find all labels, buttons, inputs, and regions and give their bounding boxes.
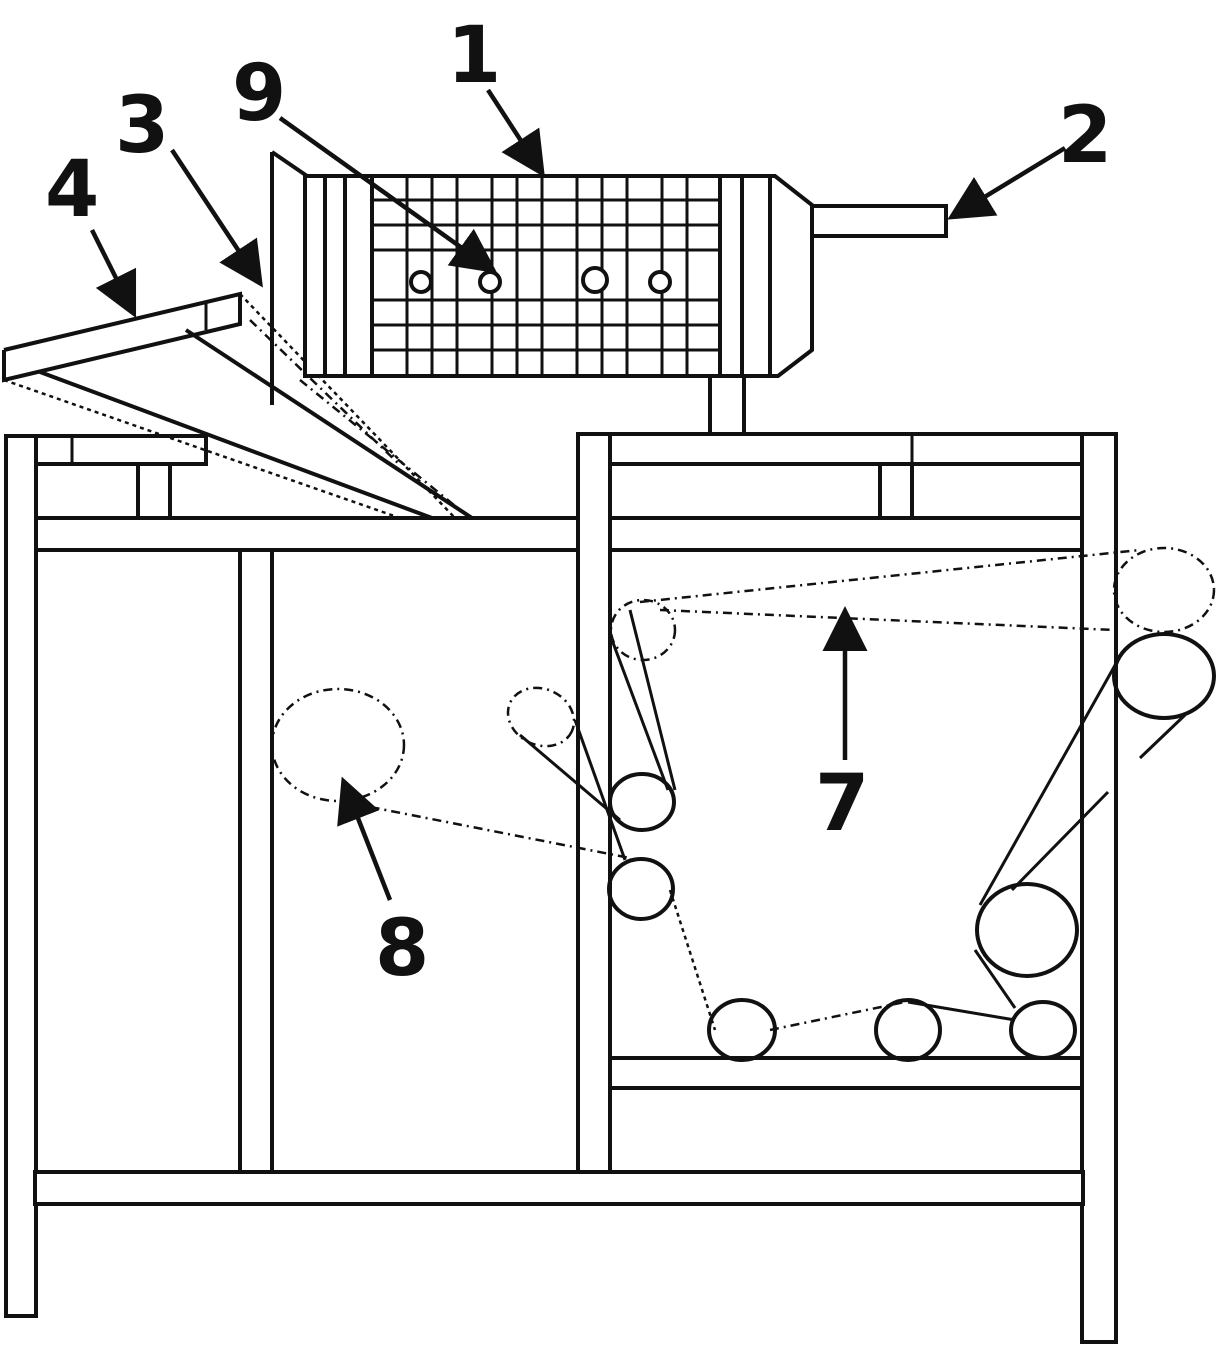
- right-shelf-post: [878, 462, 914, 520]
- leader-4: [89, 228, 137, 319]
- leader-9: [278, 116, 498, 274]
- leader-2: [947, 146, 1067, 220]
- leader-lines: [89, 88, 1067, 901]
- roller: [1112, 546, 1216, 634]
- roller: [506, 686, 576, 748]
- left-leg: [4, 434, 38, 1318]
- label-9: 9: [232, 49, 286, 139]
- middle-leg: [238, 548, 274, 1174]
- drum: [303, 174, 948, 436]
- leader-1: [486, 88, 545, 178]
- roller: [1112, 632, 1216, 720]
- drive-shaft: [810, 204, 948, 238]
- roller: [607, 857, 675, 921]
- roller: [1009, 1000, 1077, 1060]
- label-8: 8: [375, 904, 429, 994]
- feed-chute: [1, 150, 474, 520]
- leader-8: [337, 776, 393, 901]
- lower-beam: [33, 1170, 1085, 1206]
- right-shelf: [576, 432, 1110, 466]
- label-3: 3: [115, 81, 169, 171]
- label-1: 1: [447, 11, 501, 101]
- tank-bottom: [608, 1056, 1084, 1090]
- roller: [874, 998, 942, 1062]
- drum-holes: [409, 266, 672, 294]
- roller: [707, 998, 777, 1062]
- drum-support: [708, 374, 746, 436]
- belt: [349, 548, 1187, 1032]
- label-4: 4: [45, 145, 99, 235]
- frame: [4, 432, 1118, 1344]
- left-shelf-post: [136, 462, 172, 520]
- right-leg: [1080, 432, 1118, 1344]
- top-beam: [33, 516, 1087, 552]
- roller: [270, 687, 406, 803]
- label-2: 2: [1058, 91, 1112, 181]
- label-7: 7: [815, 759, 869, 849]
- part-labels: 1 2 3 4 9 7 8: [45, 11, 1112, 994]
- roller: [975, 882, 1079, 978]
- roller: [608, 772, 676, 832]
- leader-3: [170, 148, 263, 288]
